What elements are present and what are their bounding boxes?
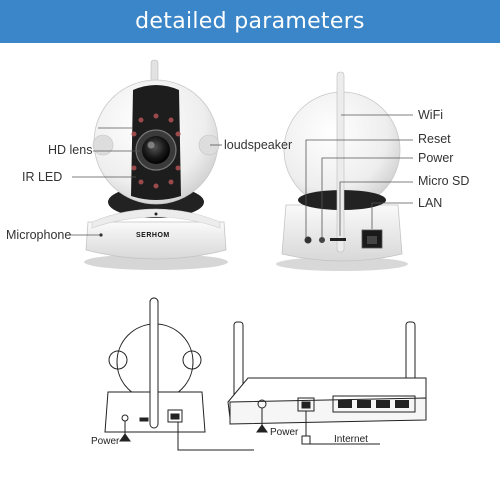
back-camera [276,71,413,271]
camera-line-drawing [104,297,254,451]
line-camera-lan-port-icon [167,409,183,423]
back-base-shadow [276,257,408,271]
label-loudspeaker: loudspeaker [224,138,293,152]
label-lan: LAN [418,196,443,210]
label-internet: Internet [334,434,368,445]
brand-logo: SERHOM [136,232,170,239]
lens-icon [142,136,170,164]
label-microphone: Microphone [6,228,72,242]
label-micro-sd: Micro SD [418,174,470,188]
front-side-knob-left [92,134,114,156]
back-antenna [336,71,345,253]
front-camera [68,59,228,270]
power-port-icon [319,237,325,243]
reset-button-icon [304,236,312,244]
front-base-shadow [84,254,228,270]
label-hd-lens: HD lens [48,143,93,157]
label-power: Power [418,151,454,165]
label-wifi: WiFi [418,108,443,122]
label-router-power: Power [270,427,299,438]
router-line-drawing [227,321,427,445]
label-ir-led: IR LED [22,170,63,184]
router-lan-ports-icon [332,395,416,413]
label-camera-power: Power [91,436,120,447]
ir-led-icon [131,113,181,189]
micro-sd-slot-icon [330,238,346,241]
label-reset: Reset [418,132,451,146]
microphone-hole-icon [154,212,158,216]
front-base [85,221,227,260]
page-title: detailed parameters [0,0,500,43]
